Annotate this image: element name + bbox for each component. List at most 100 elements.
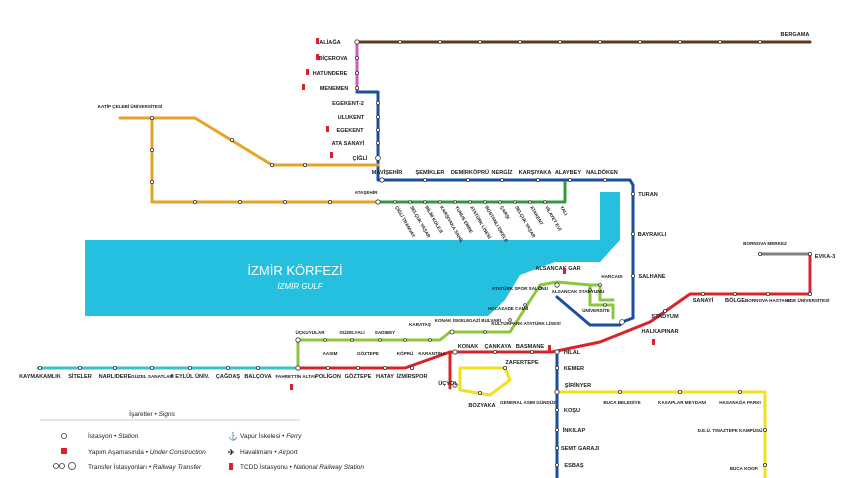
label-buca-belediye[interactable]: BUCA BELEDİYE — [603, 399, 640, 405]
dot-stadyum[interactable] — [663, 308, 668, 313]
label-goztepe[interactable]: GÖZTEPE — [345, 373, 372, 380]
dot-cankaya[interactable] — [492, 349, 497, 354]
dot-bergama-line[interactable] — [718, 40, 723, 45]
dot-guzel[interactable] — [149, 365, 154, 370]
dot-katip-4[interactable] — [192, 199, 197, 204]
label-konak[interactable]: KONAK — [458, 344, 479, 350]
dot-goztepe[interactable] — [355, 365, 360, 370]
dot-bicerova[interactable] — [354, 56, 359, 61]
dot-semikler[interactable] — [422, 177, 427, 182]
dot-sanayi[interactable] — [701, 291, 706, 296]
label-siteler[interactable]: SİTELER — [68, 373, 92, 380]
label-karsiyaka[interactable]: KARŞIYAKA — [519, 170, 552, 176]
dot-fahrettin[interactable] — [295, 365, 301, 371]
label-harcadi[interactable]: HARCADI — [601, 274, 622, 279]
dot-evka3[interactable] — [808, 251, 813, 256]
label-alsancak-gar[interactable]: ALSANCAK GAR — [535, 266, 580, 272]
label-alsancak-stadyum[interactable]: ALSANCAK STADYUMU — [552, 289, 605, 294]
dot-gazi[interactable] — [483, 330, 487, 334]
label-cagdas[interactable]: ÇAĞDAŞ — [216, 372, 241, 380]
label-katip[interactable]: KATİP ÇELEBİ ÜNİVERSİTESİ — [98, 103, 163, 109]
dot-tram-k[interactable] — [543, 200, 547, 204]
label-hilal[interactable]: HİLAL — [564, 349, 581, 356]
label-ucyol[interactable]: ÜÇYOL — [438, 380, 458, 387]
dot-bolge[interactable] — [733, 291, 738, 296]
dot-katip-5[interactable] — [237, 199, 242, 204]
dot-hasanaga[interactable] — [738, 389, 743, 394]
label-aliaga[interactable]: ALİAĞA — [319, 38, 340, 46]
dot-halkapinar[interactable] — [619, 319, 625, 325]
label-turan[interactable]: TURAN — [638, 192, 658, 198]
dot-tram-konak[interactable] — [378, 338, 382, 342]
dot-alaybey[interactable] — [568, 177, 573, 182]
dot-bergama-line[interactable] — [437, 40, 442, 45]
label-bornova-merkez[interactable]: BORNOVA MERKEZ — [743, 241, 787, 246]
dot-esbas[interactable] — [555, 462, 560, 467]
dot-atasanayi[interactable] — [375, 140, 380, 145]
dot-balcova[interactable] — [255, 365, 260, 370]
dot-tram-k[interactable] — [408, 200, 412, 204]
label-bozyaka[interactable]: BOZYAKA — [468, 403, 495, 409]
dot-bergama-line[interactable] — [638, 40, 643, 45]
dot-ege-univ[interactable] — [808, 291, 813, 296]
label-buca-koop[interactable]: BUCA KOOP. — [730, 466, 759, 471]
dot-semt[interactable] — [555, 445, 560, 450]
dot-demirkopru[interactable] — [465, 177, 470, 182]
dot-univ[interactable] — [603, 303, 607, 307]
label-eylul[interactable]: 9 EYLÜL ÜNİV. — [171, 373, 210, 380]
label-konak-iskele[interactable]: KONAK İSKELE — [435, 317, 470, 323]
dot-ataturk-spor[interactable] — [538, 286, 542, 290]
label-egekent2[interactable]: EGEKENT-2 — [332, 101, 364, 107]
dot-bergama-line[interactable] — [558, 40, 563, 45]
dot-izmirspor[interactable] — [409, 365, 414, 370]
dot-atasehir[interactable] — [375, 199, 381, 205]
dot-tram-konak[interactable] — [350, 338, 354, 342]
label-kaymakamlik[interactable]: KAYMAKAMLIK — [19, 374, 61, 380]
dot-hatundere[interactable] — [354, 71, 359, 76]
dot-bergama-line[interactable] — [397, 40, 402, 45]
label-deu[interactable]: D.E.Ü. TINAZTEPE KAMPÜSÜ — [698, 427, 764, 433]
dot-cagdas[interactable] — [225, 365, 230, 370]
label-kosu[interactable]: KOŞU — [564, 408, 580, 414]
label-uckuyular[interactable]: ÜÇKUYULAR — [295, 329, 325, 335]
dot-bozyaka[interactable] — [477, 390, 482, 395]
label-bergama[interactable]: BERGAMA — [781, 32, 810, 38]
dot-tram-k[interactable] — [498, 200, 502, 204]
dot-salhane[interactable] — [631, 273, 636, 278]
dot-narlidere[interactable] — [113, 365, 118, 370]
label-esbas[interactable]: ESBAŞ — [564, 463, 584, 469]
dot-buca-belediye[interactable] — [618, 389, 623, 394]
label-menemen[interactable]: MENEMEN — [320, 86, 349, 92]
label-gazi[interactable]: GAZİ BULVARI — [469, 317, 501, 323]
dot-tram-k[interactable] — [528, 200, 532, 204]
dot-inkilap[interactable] — [555, 427, 560, 432]
dot-naldoken[interactable] — [603, 177, 608, 182]
label-balcova[interactable]: BALÇOVA — [244, 374, 271, 380]
dot-ucyol[interactable] — [452, 382, 458, 388]
label-naldoken[interactable]: NALDÖKEN — [586, 169, 618, 176]
label-salhane[interactable]: SALHANE — [638, 274, 665, 280]
dot-uckuyular[interactable] — [295, 337, 301, 343]
dot-poligon[interactable] — [325, 365, 330, 370]
label-guzelyali[interactable]: GÜZELYALI — [339, 329, 364, 335]
dot-eylul[interactable] — [187, 365, 192, 370]
dot-katip-8[interactable] — [229, 137, 234, 142]
dot-turan[interactable] — [631, 191, 636, 196]
label-mavisehir[interactable]: MAVİŞEHİR — [372, 169, 403, 176]
dot-katip-6[interactable] — [282, 199, 287, 204]
dot-buca-koop[interactable] — [763, 462, 768, 467]
dot-katip-10[interactable] — [302, 162, 307, 167]
label-bolge[interactable]: BÖLGE — [725, 297, 745, 304]
label-goztepe-t[interactable]: GÖZTEPE — [357, 350, 379, 356]
label-bornova-hastane[interactable]: BORNOVA HASTANE — [745, 298, 791, 303]
label-kasaplar[interactable]: KASAPLAR MEYDANI — [658, 400, 706, 405]
label-aasim[interactable]: AASIM — [323, 351, 338, 356]
label-hocazade[interactable]: HOCAZADE CAMİİ — [488, 305, 528, 311]
dot-konak-iskele[interactable] — [449, 329, 455, 335]
label-evka3[interactable]: EVKA-3 — [815, 254, 836, 260]
tram-k-station-label[interactable]: ATAKENT — [529, 205, 544, 226]
dot-basmane[interactable] — [530, 349, 535, 354]
label-kemer[interactable]: KEMER — [564, 366, 584, 372]
dot-konak[interactable] — [452, 349, 458, 355]
label-semt[interactable]: SEMT GARAJI — [561, 446, 600, 452]
